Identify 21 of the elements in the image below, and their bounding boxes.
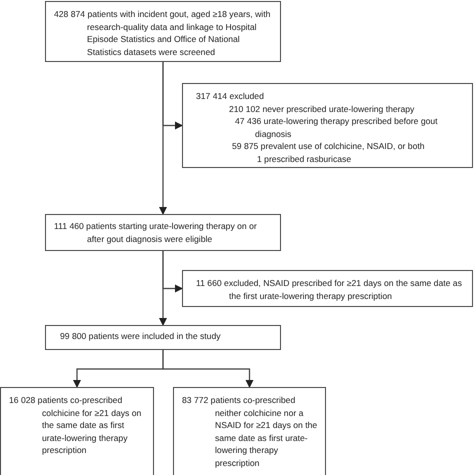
box-text: 11 660 excluded, NSAID prescribed for ≥21 days on the same date as the first urate-lowering therapy prescription	[196, 277, 463, 302]
arrow	[162, 62, 183, 130]
box-text: 317 414 excluded	[196, 90, 265, 103]
arrow	[162, 350, 254, 388]
box-text: 16 028 patients co-prescribed colchicine for ≥21 days on the same date as first urate-lowering therapy prescription	[9, 394, 142, 457]
box-text: 83 772 patients co-prescribed neither colchicine nor a NSAID for ≥21 days on the same date as first urate-lowering therapy prescription	[182, 394, 318, 470]
box-text: 428 874 patients with incident gout, aged ≥18 years, with research-quality data and linkage to Hospital Episode Statistics and Office of National Statistics datasets were screened	[54, 8, 272, 58]
process-box	[45, 1, 281, 62]
process-box	[45, 325, 281, 350]
process-box	[173, 387, 326, 475]
process-box	[182, 83, 473, 168]
box-text: 111 460 patients starting urate-lowering therapy on or after gout diagnosis were eligible	[54, 220, 258, 246]
arrow	[162, 251, 183, 292]
process-box	[182, 270, 473, 307]
box-text: 59 875 prevalent use of colchicine, NSAID, or both	[232, 140, 426, 153]
box-text: 1 prescribed rasburicase	[257, 152, 352, 166]
process-box	[0, 387, 154, 475]
box-text: 47 436 urate-lowering therapy prescribed before gout diagnosis	[235, 115, 439, 140]
box-text: 210 102 never prescribed urate-lowering therapy	[229, 102, 416, 116]
process-box	[45, 214, 281, 251]
box-text: 99 800 patients were included in the study	[60, 330, 222, 343]
